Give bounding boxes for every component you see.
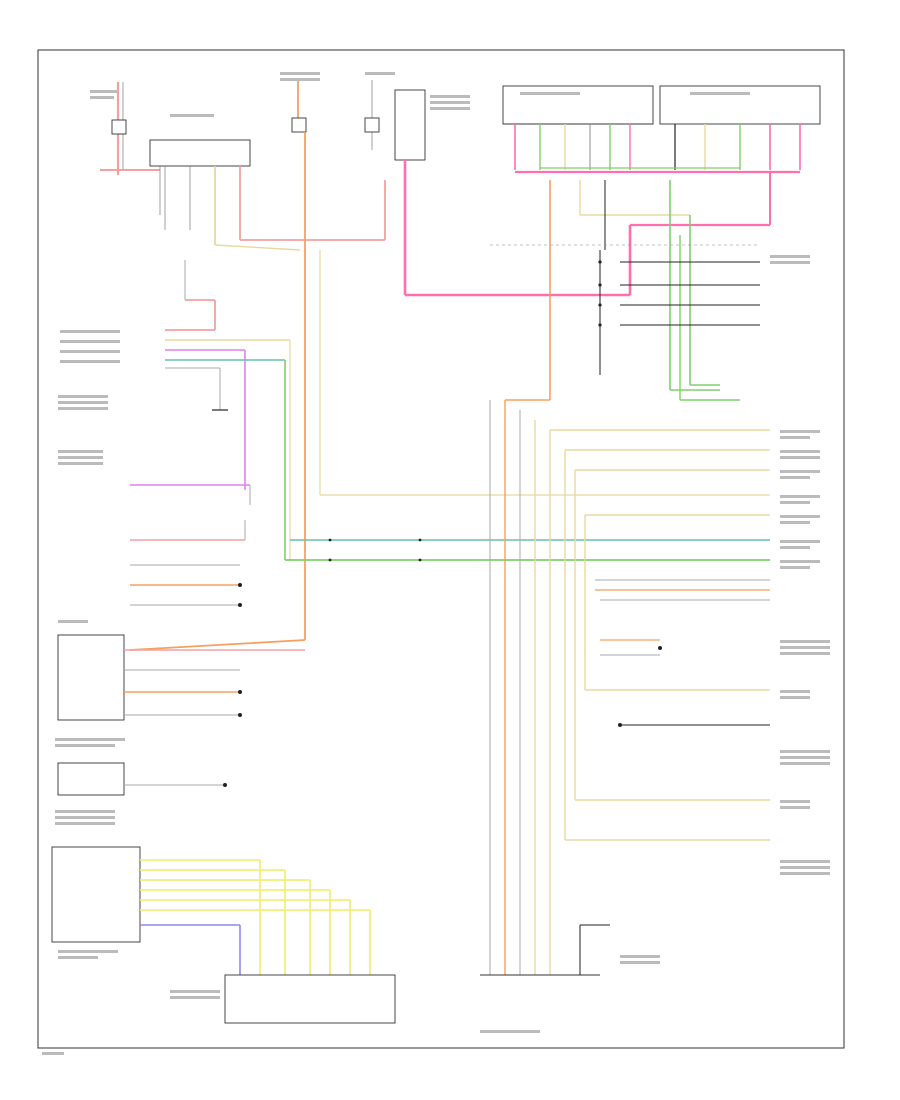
bottom-connector [224,974,396,1024]
right-bottom-connector [480,924,610,976]
green-bus-wires [285,538,770,562]
label-marks [55,72,830,1033]
fuse-feed-left [100,82,161,215]
cluster-block [57,634,305,721]
fuse-box-center [149,139,386,251]
bottom-left-panel [51,846,371,975]
module-pins [514,124,801,174]
module-left [502,85,654,125]
module-right [659,85,821,125]
right-side-connector-rows [490,244,760,375]
small-module [57,762,227,796]
left-connector-block-2 [130,250,770,505]
right-trunk-wires [489,399,586,975]
fuse-feed-right [364,80,770,297]
module-drop-wires [549,172,771,401]
left-connector-block-3 [130,520,246,607]
footer-ref-mark [42,1052,64,1055]
left-connector-block-1 [165,260,291,560]
right-side-branches [550,429,770,841]
diagram-frame [37,49,845,1049]
orange-power-feed [129,80,307,651]
